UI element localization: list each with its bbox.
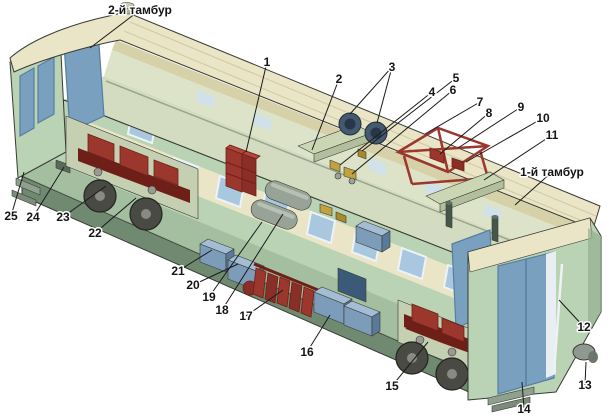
ventilation-unit xyxy=(297,112,388,163)
leader-line-10 xyxy=(465,117,544,163)
leader-line-9 xyxy=(457,106,522,149)
callout-label-22: 22 xyxy=(88,226,102,240)
leader-line-18 xyxy=(221,213,284,311)
leader-line-1 xyxy=(245,61,268,153)
far-window xyxy=(368,158,387,176)
callout-label-7: 7 xyxy=(477,95,484,109)
callout-label-5: 5 xyxy=(453,71,460,85)
callout-label-21: 21 xyxy=(171,264,185,278)
bogie-equipment xyxy=(119,145,149,177)
leader-line-20 xyxy=(192,263,239,286)
callout-label-23: 23 xyxy=(56,210,70,224)
callout-label-2-й тамбур: 2-й тамбур xyxy=(108,3,172,17)
callout-label-19: 19 xyxy=(202,290,216,304)
left-bogie xyxy=(65,115,199,231)
callout-label-6: 6 xyxy=(450,83,457,97)
callout-label-1: 1 xyxy=(264,55,271,69)
right-end xyxy=(467,217,602,413)
leader-line-15 xyxy=(391,341,429,387)
leader-line-23 xyxy=(62,185,107,218)
callout-label-16: 16 xyxy=(300,345,314,359)
leader-line-24 xyxy=(32,166,65,218)
callout-label-18: 18 xyxy=(215,303,229,317)
leader-line-2 xyxy=(311,78,340,151)
callout-label-13: 13 xyxy=(578,378,592,392)
callout-label-14: 14 xyxy=(517,402,531,416)
callout-label-9: 9 xyxy=(518,100,525,114)
bogie-equipment xyxy=(87,133,115,163)
brake-pipe xyxy=(405,327,471,353)
spring xyxy=(447,347,457,357)
end-edge-shade xyxy=(588,228,601,334)
step xyxy=(491,396,531,413)
entrance-door xyxy=(497,251,556,395)
side-window xyxy=(305,210,337,245)
interior-equipment xyxy=(199,112,505,337)
leader-line-3 xyxy=(349,66,393,115)
callout-label-3: 3 xyxy=(389,60,396,74)
callout-label-24: 24 xyxy=(26,210,40,224)
buffer xyxy=(572,343,598,363)
leader-line-21 xyxy=(177,249,213,272)
callout-label-12: 12 xyxy=(577,320,591,334)
callout-label-15: 15 xyxy=(385,379,399,393)
callout-label-17: 17 xyxy=(239,309,253,323)
far-window xyxy=(196,90,215,108)
leader-line-19 xyxy=(208,221,263,298)
side-window xyxy=(396,246,428,281)
leader-line-4 xyxy=(339,91,433,166)
callout-label-1-й тамбур: 1-й тамбур xyxy=(520,165,584,179)
valve-units xyxy=(319,148,367,224)
callout-label-20: 20 xyxy=(186,278,200,292)
post xyxy=(445,201,453,229)
leader-line-25 xyxy=(10,171,25,217)
leader-line-17 xyxy=(245,289,284,317)
leader-line-7 xyxy=(424,101,481,135)
leader-line-5 xyxy=(361,77,457,152)
interior-floor xyxy=(64,76,582,288)
far-window xyxy=(253,113,272,131)
electrical-cabinets xyxy=(225,144,261,197)
callout-label-11: 11 xyxy=(546,128,559,142)
post xyxy=(491,215,499,243)
leader-line-2-й тамбур xyxy=(89,9,141,49)
heating-pipe xyxy=(105,80,579,268)
end-door-window xyxy=(19,66,35,138)
leader-line-22 xyxy=(94,197,137,234)
callout-label-25: 25 xyxy=(4,209,18,223)
end-door-window xyxy=(37,55,55,125)
leader-line-16 xyxy=(306,314,331,353)
coupler xyxy=(55,159,71,174)
left-end xyxy=(9,33,71,207)
bogie-equipment xyxy=(411,303,439,332)
far-wall-interior xyxy=(104,50,590,266)
leader-line-1-й тамбур xyxy=(514,171,553,206)
bogie-equipment xyxy=(153,159,179,186)
air-tanks xyxy=(250,180,312,230)
leader-line-12 xyxy=(558,299,585,328)
handrail xyxy=(552,263,564,373)
leader-line-13 xyxy=(584,361,587,386)
leader-line-14 xyxy=(521,381,525,410)
bogie-equipment xyxy=(441,317,465,343)
leader-line-3 xyxy=(376,66,393,124)
roof-vent xyxy=(118,2,135,15)
spring xyxy=(93,167,103,177)
battery-boxes xyxy=(313,267,381,337)
step xyxy=(15,177,41,196)
compressor-unit xyxy=(242,262,319,318)
leader-line-11 xyxy=(483,134,553,181)
leader-line-8 xyxy=(439,112,490,155)
callout-label-4: 4 xyxy=(429,85,436,99)
brake-pipe xyxy=(79,157,189,199)
callout-label-10: 10 xyxy=(536,111,550,125)
callout-label-8: 8 xyxy=(486,106,493,120)
leader-line-6 xyxy=(351,89,454,175)
spring xyxy=(147,185,157,195)
right-bogie xyxy=(395,299,479,391)
callout-label-2: 2 xyxy=(336,72,343,86)
